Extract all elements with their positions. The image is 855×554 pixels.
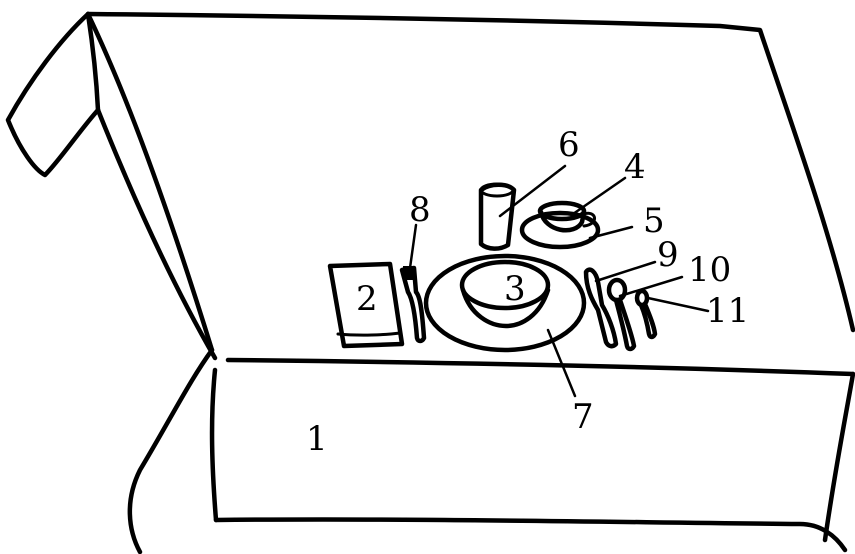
- label-7: 7: [572, 397, 594, 437]
- label-10: 10: [688, 250, 731, 290]
- label-3: 3: [504, 269, 526, 309]
- label-8: 8: [409, 190, 431, 230]
- fork: [402, 266, 424, 341]
- label-2: 2: [356, 279, 378, 319]
- label-6: 6: [558, 125, 580, 165]
- water-glass: [481, 184, 514, 249]
- label-11: 11: [706, 291, 749, 331]
- teaspoon: [609, 280, 634, 349]
- label-4: 4: [624, 147, 646, 187]
- label-1: 1: [306, 419, 328, 459]
- label-9: 9: [657, 235, 679, 275]
